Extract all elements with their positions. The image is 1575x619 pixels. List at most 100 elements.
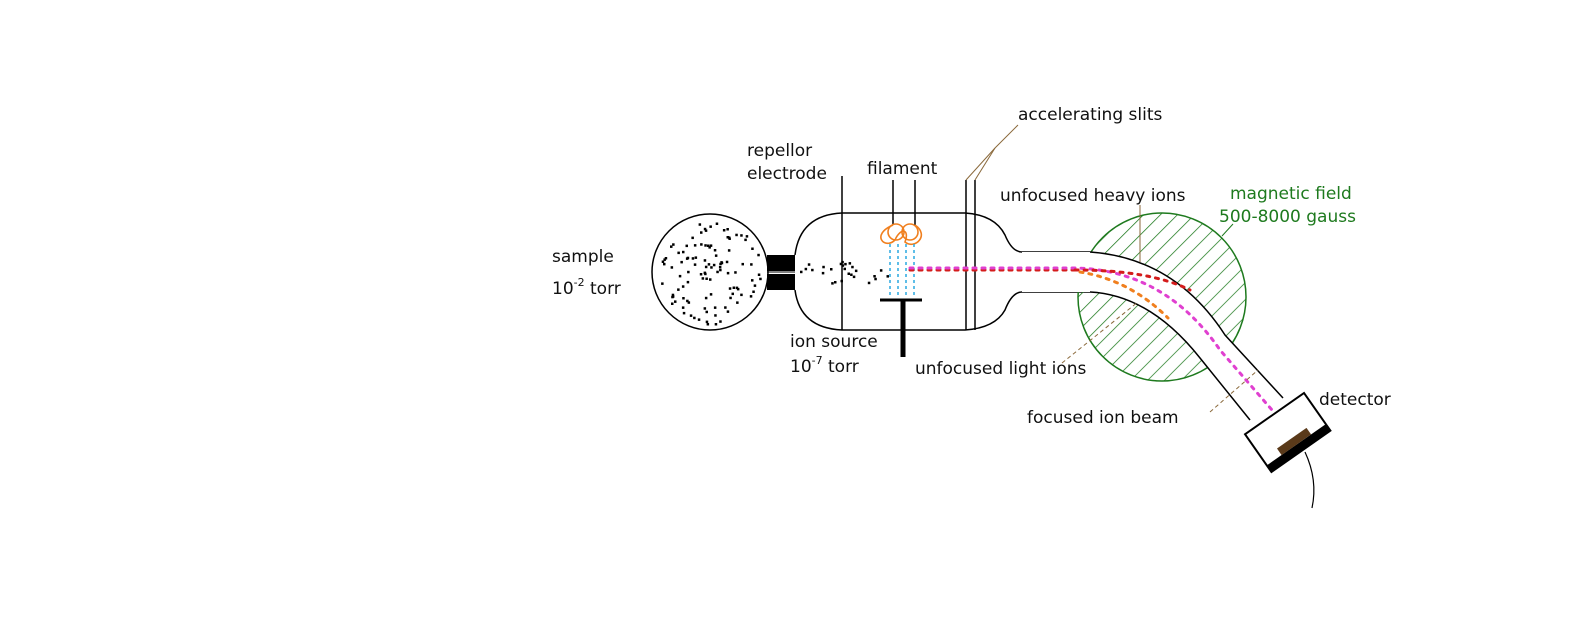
source-molecule	[822, 265, 825, 269]
inlet-valve	[767, 255, 795, 290]
sample-molecule	[709, 293, 713, 296]
source-molecule	[821, 271, 825, 275]
source-molecule	[850, 273, 853, 276]
sample-molecule	[720, 261, 723, 264]
source-molecule	[867, 281, 871, 285]
sample-molecule	[691, 236, 694, 240]
ion-source-pressure-label: 10-7 torr	[790, 354, 859, 377]
sample-molecule	[732, 286, 736, 289]
source-molecule	[800, 270, 803, 274]
sample-molecule	[681, 306, 685, 309]
sample-molecule	[698, 223, 702, 226]
source-molecule	[848, 262, 852, 265]
sample-molecule	[726, 236, 729, 239]
source-molecule	[874, 277, 877, 281]
sample-molecule	[706, 323, 710, 326]
accelerating-slits	[965, 180, 976, 330]
unfocused-light-ions-label: unfocused light ions	[915, 359, 1087, 379]
sample-molecule	[722, 229, 726, 232]
sample-molecule	[725, 260, 729, 264]
sample-molecule	[740, 234, 743, 237]
sample-molecule	[714, 314, 717, 317]
sample-molecule	[707, 244, 710, 247]
sample-molecule	[703, 259, 707, 262]
source-molecule	[886, 275, 889, 278]
sample-molecule	[678, 274, 682, 278]
sample-molecule	[714, 254, 718, 257]
sample-molecule	[715, 222, 719, 225]
sample-molecule	[708, 246, 711, 249]
sample-molecule	[709, 278, 712, 281]
source-molecule	[831, 282, 834, 285]
sample-molecule	[671, 295, 675, 298]
sample-molecule	[726, 228, 729, 231]
flight-tube	[1022, 252, 1283, 420]
sample-molecule	[719, 268, 722, 272]
sample-molecule	[726, 310, 730, 313]
sample-molecule	[691, 257, 695, 260]
sample-molecule	[674, 300, 677, 303]
sample-molecule	[716, 270, 719, 274]
source-molecule	[830, 268, 833, 271]
sample-molecule	[672, 243, 675, 246]
sample-molecule	[744, 238, 747, 242]
sample-molecule	[700, 243, 703, 246]
sample-molecule	[699, 273, 703, 276]
sample-molecule	[735, 233, 738, 237]
sample-molecule	[703, 307, 707, 310]
detector-cable	[1304, 451, 1315, 509]
ion-source-label: ion source	[790, 332, 878, 352]
sample-molecule	[661, 260, 665, 263]
sample-molecule	[735, 286, 739, 290]
sample-molecule	[705, 310, 708, 314]
sample-molecule	[685, 244, 688, 248]
sample-molecule	[726, 271, 730, 275]
sample-molecule	[728, 287, 732, 290]
sample-molecule	[709, 225, 712, 228]
sample-molecule	[680, 260, 683, 264]
sample-molecule	[705, 277, 708, 280]
sample-molecule	[713, 306, 717, 309]
ion-beam-focused	[908, 266, 1300, 442]
sample-molecule	[704, 296, 708, 300]
sample-molecule	[701, 277, 705, 280]
sample-molecule	[749, 295, 753, 298]
source-molecule	[844, 262, 847, 266]
sample-molecule	[719, 262, 722, 266]
sample-molecule	[704, 265, 708, 269]
sample-molecule	[663, 262, 666, 266]
sample-molecule	[745, 235, 749, 238]
ion-beam-light	[1078, 270, 1170, 320]
sample-molecule	[693, 244, 697, 247]
detector-label: detector	[1319, 390, 1391, 410]
sample-gas-molecules	[661, 222, 762, 326]
sample-molecule	[736, 287, 740, 291]
sample-molecule	[704, 229, 708, 232]
sample-molecule	[752, 290, 755, 293]
sample-molecule	[682, 250, 685, 254]
filament-label: filament	[867, 159, 938, 179]
sample-molecule	[759, 277, 762, 281]
sample-molecule	[729, 296, 732, 300]
sample-molecule	[714, 323, 718, 326]
sample-molecule	[682, 297, 685, 300]
detector	[1243, 391, 1332, 474]
sample-molecule	[710, 266, 713, 269]
ion-source-molecules	[800, 260, 889, 285]
sample-molecule	[694, 256, 698, 259]
repellor-label-line2: electrode	[747, 164, 827, 184]
electron-trap	[880, 298, 922, 357]
magnetic-field-label: magnetic field	[1230, 184, 1352, 204]
sample-molecule	[697, 318, 701, 321]
sample-molecule	[693, 316, 696, 320]
sample-molecule	[700, 231, 703, 234]
sample-molecule	[703, 227, 707, 231]
sample-molecule	[663, 258, 666, 261]
sample-molecule	[753, 284, 757, 287]
sample-molecule	[713, 249, 717, 252]
sample-molecule	[712, 263, 716, 267]
sample-molecule	[693, 263, 697, 266]
source-molecule	[841, 264, 845, 267]
sample-molecule	[670, 266, 674, 269]
